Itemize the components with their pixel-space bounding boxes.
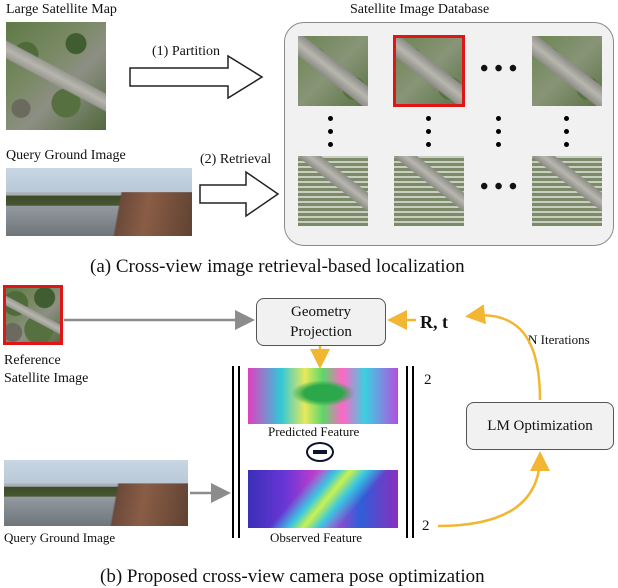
reference-label-line2: Satellite Image <box>4 371 89 386</box>
query-ground-label-b: Query Ground Image <box>4 530 116 545</box>
norm-bar-right <box>406 366 408 538</box>
reference-satellite-label: Reference Satellite Image <box>4 352 88 388</box>
norm-bar-left <box>232 366 234 538</box>
norm-bar-right <box>412 366 414 538</box>
diagonal-ellipsis-icon <box>496 116 502 148</box>
retrieval-arrow <box>199 170 280 218</box>
lm-optimization-label: LM Optimization <box>487 418 593 434</box>
vertical-ellipsis-icon <box>328 116 334 148</box>
database-tile-selected <box>393 35 465 107</box>
reference-satellite-image <box>3 285 63 345</box>
norm-power-top: 2 <box>424 372 432 388</box>
ellipsis-icon: ••• <box>480 56 524 82</box>
geometry-projection-box: Geometry Projection <box>256 298 386 346</box>
flow-arrows <box>64 304 550 528</box>
database-tile <box>532 156 602 226</box>
database-tile <box>298 36 368 106</box>
ellipsis-icon: ••• <box>480 174 524 200</box>
database-tile <box>298 156 368 226</box>
database-tile <box>532 36 602 106</box>
norm-bar-left <box>238 366 240 538</box>
minus-circle-icon <box>306 442 334 462</box>
vertical-ellipsis-icon <box>426 116 432 148</box>
iterations-label: N Iterations <box>528 332 590 347</box>
partition-arrow <box>129 54 264 100</box>
query-ground-image-b <box>4 460 188 526</box>
norm-to-lm-arrow <box>437 451 550 528</box>
norm-power-bottom: 2 <box>422 518 430 534</box>
retrieval-label: (2) Retrieval <box>200 152 272 167</box>
pose-label: R, t <box>420 312 448 332</box>
database-tile <box>394 156 464 226</box>
geometry-line2: Projection <box>290 324 352 340</box>
large-satellite-map <box>6 22 106 130</box>
vertical-ellipsis-icon <box>564 116 570 148</box>
reference-label-line1: Reference <box>4 353 61 368</box>
observed-feature-label: Observed Feature <box>270 530 363 545</box>
partition-label: (1) Partition <box>152 44 221 59</box>
lm-optimization-box: LM Optimization <box>466 402 614 450</box>
observed-feature-map <box>248 470 398 528</box>
query-ground-label-a: Query Ground Image <box>6 148 126 163</box>
predicted-feature-label: Predicted Feature <box>268 424 360 439</box>
predicted-feature-map <box>248 368 398 424</box>
lm-to-pose-arrow <box>465 304 542 401</box>
caption-a: (a) Cross-view image retrieval-based loc… <box>90 256 465 277</box>
large-map-label: Large Satellite Map <box>6 2 117 17</box>
geometry-line1: Geometry <box>291 304 351 320</box>
caption-b: (b) Proposed cross-view camera pose opti… <box>100 566 485 587</box>
database-label: Satellite Image Database <box>350 2 490 17</box>
query-ground-image-a <box>6 168 192 236</box>
